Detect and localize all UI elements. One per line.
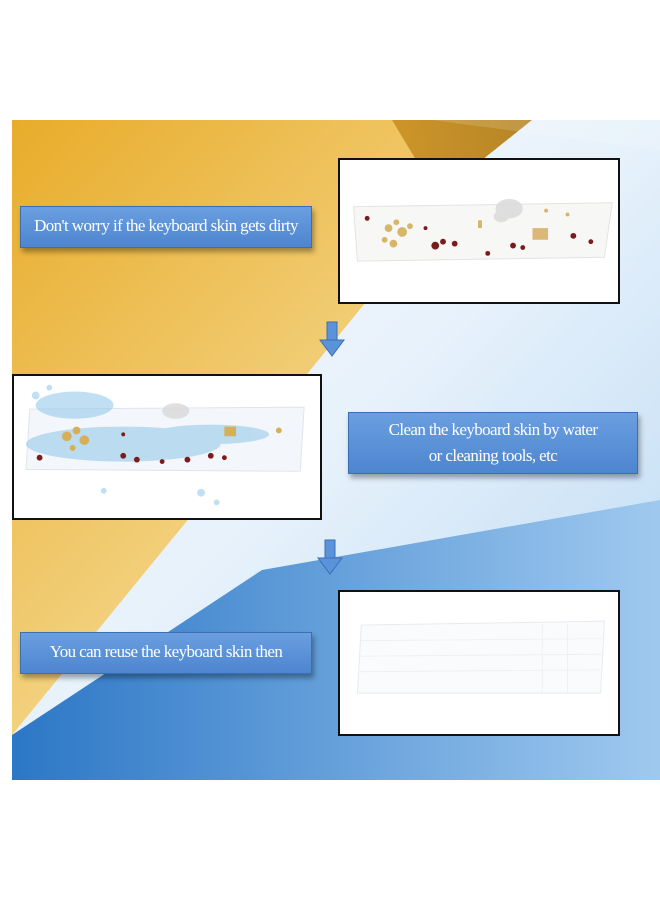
down-arrow-icon (317, 539, 343, 575)
caption-clean-line2: or cleaning tools, etc (428, 446, 558, 465)
dirty-keyboard-skin-icon (353, 198, 613, 262)
caption-clean-line1: Clean the keyboard skin by water (388, 420, 598, 439)
photo-washing-keyboard-skin (12, 374, 322, 520)
photo-clean-keyboard-skin (338, 590, 620, 736)
caption-dirty: Don't worry if the keyboard skin gets di… (20, 206, 312, 248)
infographic-banner: Don't worry if the keyboard skin gets di… (12, 120, 660, 780)
caption-reuse: You can reuse the keyboard skin then (20, 632, 312, 674)
photo-dirty-keyboard-skin (338, 158, 620, 304)
caption-clean: Clean the keyboard skin by water or clea… (348, 412, 638, 474)
washing-keyboard-skin-icon (25, 384, 305, 506)
clean-keyboard-skin-icon (356, 620, 605, 694)
down-arrow-icon (319, 321, 345, 357)
